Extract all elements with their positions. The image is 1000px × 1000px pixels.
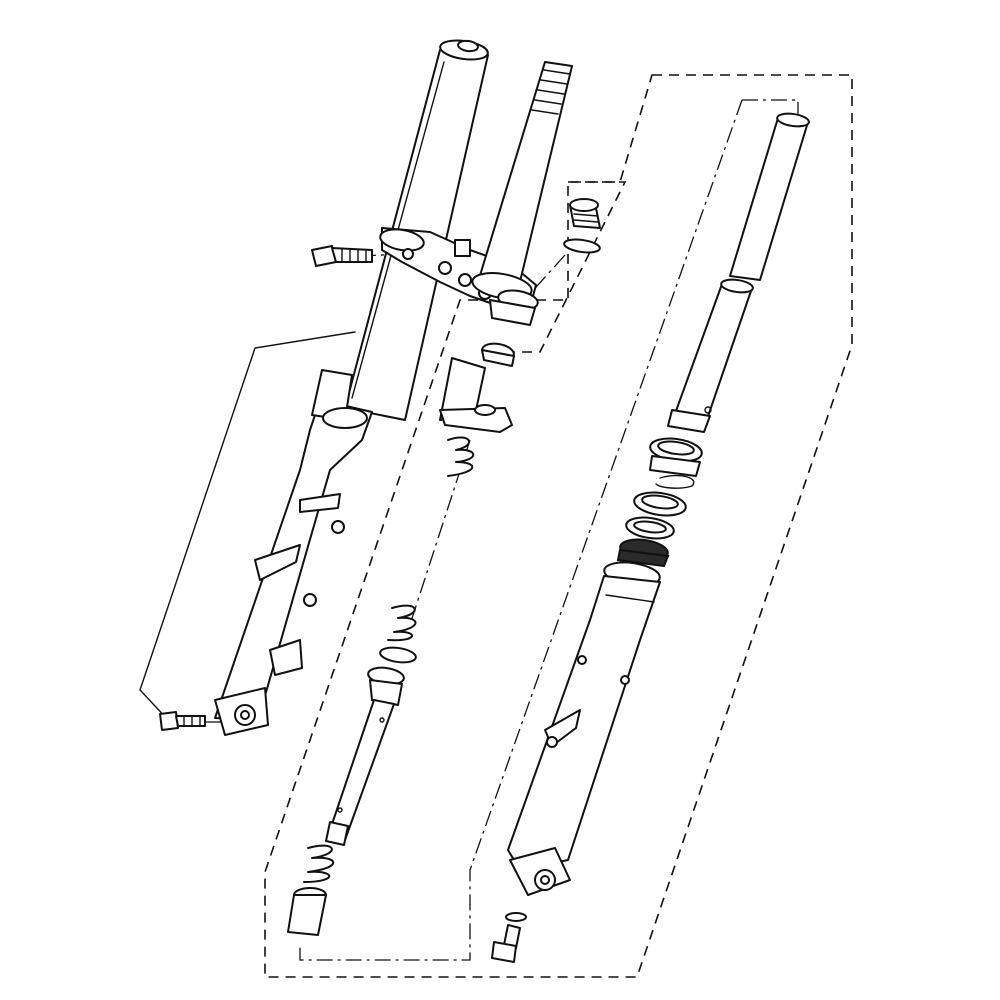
- axle-clamp-bolt: [159, 711, 206, 731]
- damper-rod: [325, 666, 405, 846]
- oil-seal: [633, 491, 687, 517]
- leader-line-tube: [742, 99, 799, 118]
- stem-collar: [481, 342, 515, 367]
- drain-washer: [505, 912, 527, 922]
- dust-seal: [649, 437, 703, 477]
- rebound-spring: [303, 844, 335, 883]
- steering-stem: [471, 61, 573, 326]
- clamp-bolt: [311, 245, 373, 267]
- lower-bracket: [439, 357, 513, 433]
- spacer-ring: [379, 646, 417, 664]
- seal-washer: [625, 516, 675, 540]
- leader-line-leg-bolt: [139, 331, 356, 723]
- fork-spring-upper: [447, 436, 475, 477]
- right-fork-inner-tube: [667, 112, 810, 433]
- dashed-cap-group-boundary: [512, 181, 627, 353]
- fork-spring-lower: [387, 604, 417, 642]
- fork-cap-bolt: [563, 198, 601, 254]
- leader-line-tube-left: [299, 99, 743, 961]
- left-fork-lower-slider: [214, 369, 373, 736]
- drain-bolt: [491, 924, 521, 963]
- right-fork-outer-slider: [507, 561, 661, 896]
- slide-bushing-highlighted: [616, 538, 670, 568]
- oil-lock-piece: [287, 887, 327, 936]
- retaining-clip: [655, 474, 695, 489]
- leader-line-cap: [527, 254, 566, 297]
- dashed-group-boundary: [264, 74, 853, 978]
